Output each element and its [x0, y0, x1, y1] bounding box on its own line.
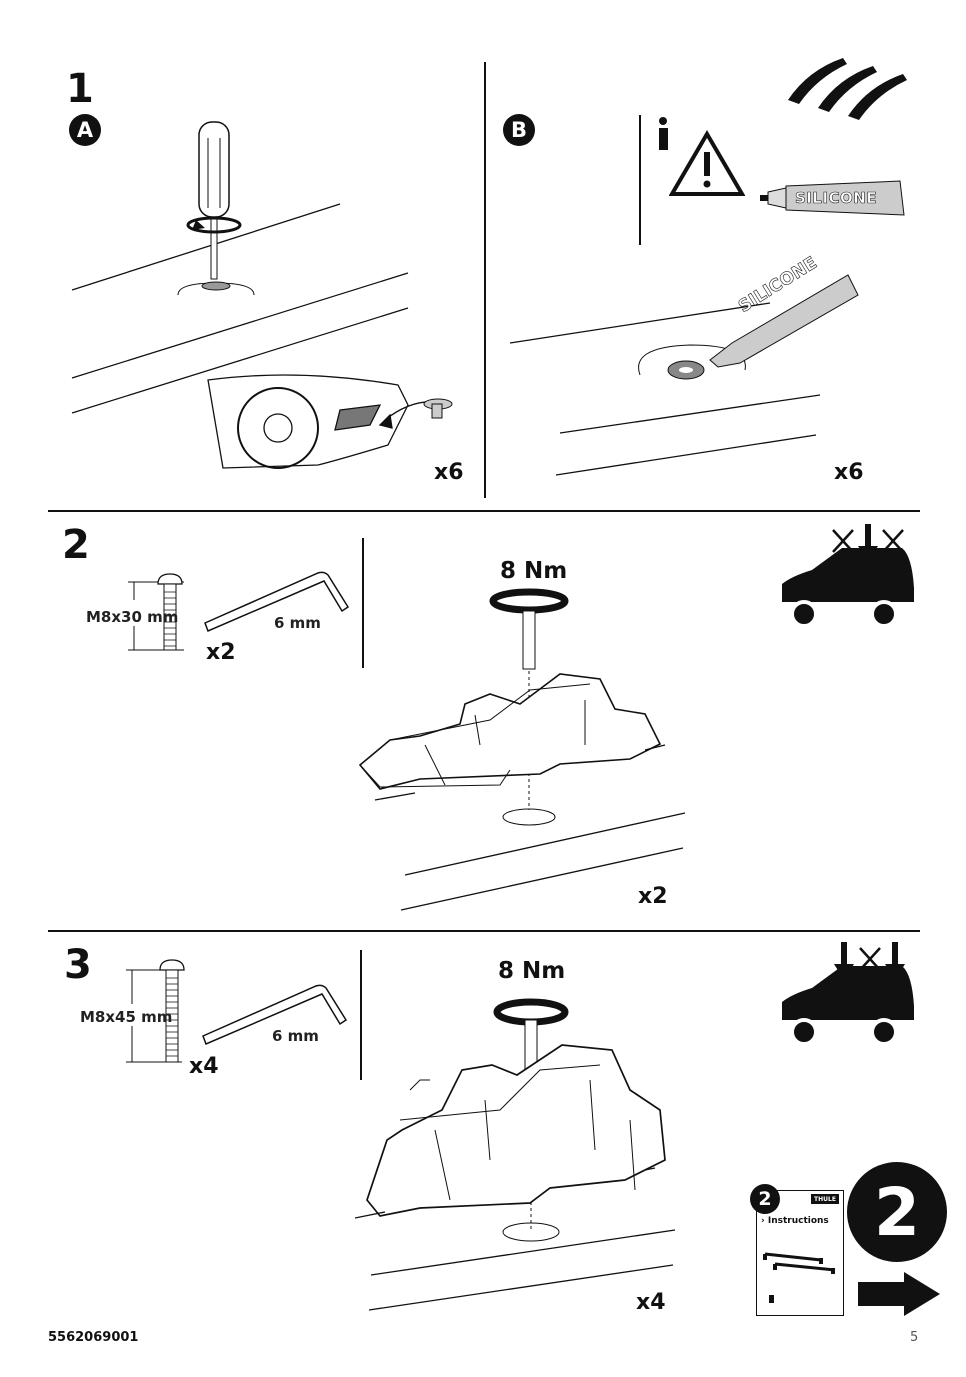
arrow-right-icon	[858, 1272, 940, 1316]
step-2-number: 2	[62, 522, 90, 568]
bolt-size-label-3: M8x45 mm	[80, 1008, 173, 1026]
page-number: 5	[910, 1330, 919, 1345]
silicone-tube-applied	[709, 274, 859, 368]
divider-horizontal-2	[48, 930, 920, 932]
car-interior-inset	[207, 374, 436, 469]
sub-step-b-badge: B	[503, 114, 535, 146]
bolt-icon	[128, 573, 184, 651]
torque-rotation-icon	[493, 998, 569, 1026]
hex-key-size-label-3: 6 mm	[272, 1027, 319, 1045]
booklet-title: › Instructions	[761, 1216, 829, 1226]
step-1b-quantity: x6	[834, 460, 864, 485]
divider-vertical-3	[360, 950, 362, 1080]
info-divider	[639, 115, 641, 245]
bolt-size-label: M8x30 mm	[86, 608, 179, 626]
step-1b-illustration	[509, 274, 859, 476]
screwdriver-icon	[198, 121, 230, 280]
step-3-illustration	[355, 998, 676, 1311]
divider-horizontal-1	[48, 510, 920, 512]
roof-bars-icon	[788, 58, 907, 120]
car-icon	[782, 524, 914, 628]
doc-number: 5562069001	[48, 1330, 139, 1345]
clip-icon	[423, 398, 453, 419]
torque-rotation-icon	[489, 588, 569, 614]
torque-label: 8 Nm	[500, 558, 568, 584]
arrow-down-crossed-left	[832, 529, 854, 553]
booklet-step-badge: 2	[750, 1184, 780, 1214]
hex-key-size-label: 6 mm	[274, 614, 321, 632]
step-1-number: 1	[66, 66, 94, 112]
sub-step-a-badge: A	[69, 114, 101, 146]
step-3-quantity: x4	[636, 1290, 666, 1315]
roof-bars-mini-icon	[763, 1252, 836, 1274]
divider-vertical-2	[362, 538, 364, 668]
bolt-icon-long	[126, 959, 185, 1063]
step-2-quantity: x2	[638, 884, 668, 909]
silicone-tube-label: SILICONE	[795, 189, 878, 208]
torque-rotation-icon	[186, 216, 242, 234]
bolt-quantity-3: x4	[189, 1054, 219, 1079]
torque-label-3: 8 Nm	[498, 958, 566, 984]
silicone-tube-icon	[760, 180, 905, 216]
step-2-illustration	[358, 588, 686, 911]
step-1a-quantity: x6	[434, 460, 464, 485]
bolt-mini-icon	[769, 1295, 774, 1303]
step-3-number: 3	[64, 942, 92, 988]
divider-vertical	[484, 62, 486, 498]
info-icon	[659, 117, 668, 150]
brand-logo: THULE	[811, 1194, 839, 1204]
hex-key-icon-3	[202, 984, 348, 1046]
next-step-big-number: 2	[847, 1162, 947, 1262]
car-icon-3	[782, 942, 914, 1046]
warning-icon	[669, 130, 745, 196]
next-step-number-text: 2	[874, 1173, 920, 1251]
hex-key-icon	[204, 571, 350, 633]
bolt-quantity: x2	[206, 640, 236, 665]
step-1a-illustration	[71, 121, 453, 469]
